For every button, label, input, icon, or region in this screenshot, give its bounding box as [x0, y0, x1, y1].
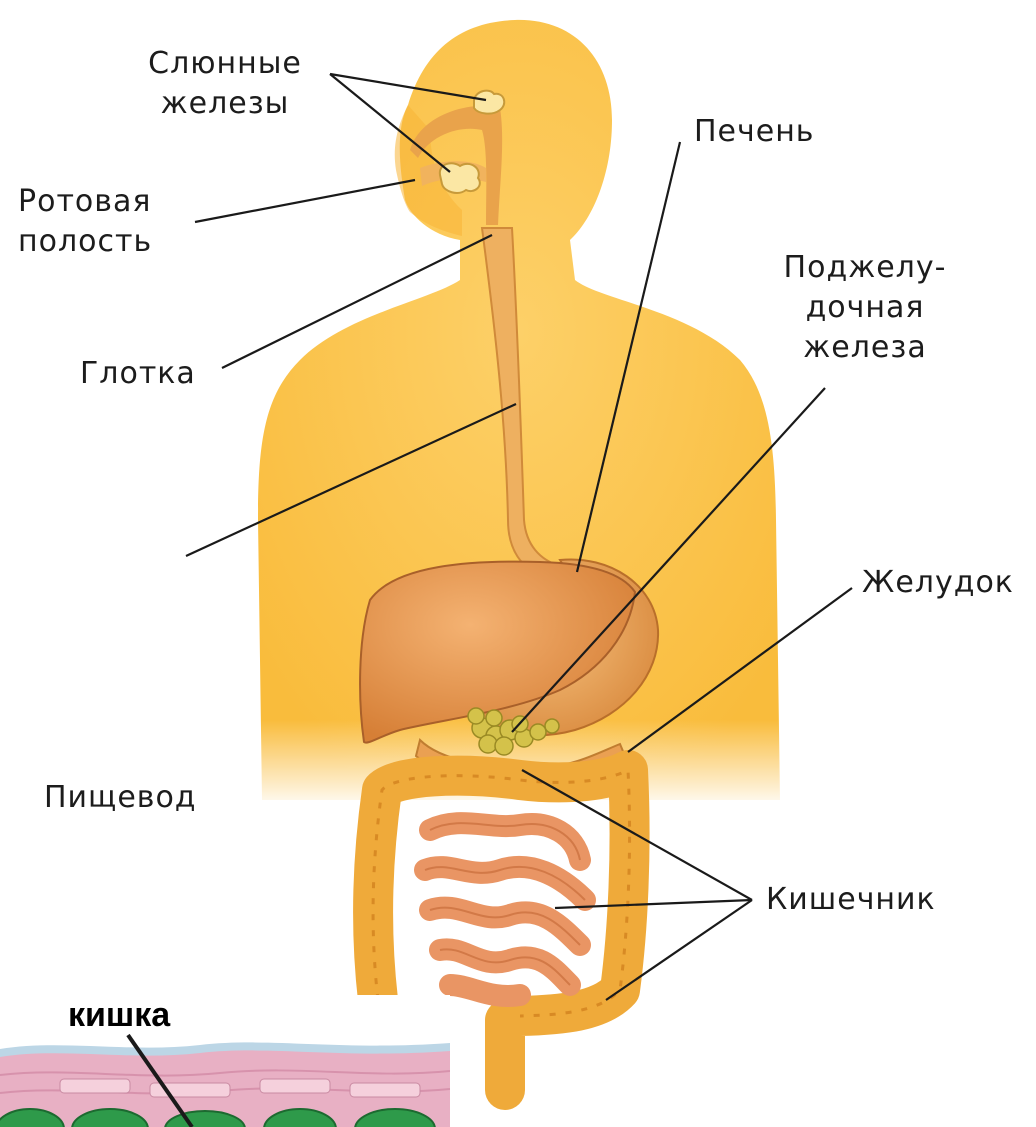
label-pancreas: Поджелу- дочная железа [760, 248, 970, 368]
label-oral-line-1: Ротовая [18, 182, 152, 222]
label-stomach: Желудок [862, 563, 1014, 603]
small-intestine-shape [425, 823, 585, 996]
inset-caption: кишка [68, 995, 170, 1035]
label-oral-line-2: полость [18, 222, 152, 262]
label-pancreas-line-1: Поджелу- [760, 248, 970, 288]
label-liver: Печень [694, 112, 815, 152]
label-esophagus: Пищевод [44, 778, 197, 818]
label-salivary-glands: Слюнные железы [130, 44, 320, 124]
label-intestine: Кишечник [766, 880, 936, 920]
label-salivary-line-2: железы [130, 84, 320, 124]
label-pancreas-line-3: железа [760, 328, 970, 368]
label-pancreas-line-2: дочная [760, 288, 970, 328]
intestine-wall-inset: кишка [0, 995, 450, 1127]
leader-oral-cavity [195, 180, 415, 222]
label-salivary-line-1: Слюнные [130, 44, 320, 84]
label-oral-cavity: Ротовая полость [18, 182, 152, 262]
label-pharynx: Глотка [80, 354, 196, 394]
